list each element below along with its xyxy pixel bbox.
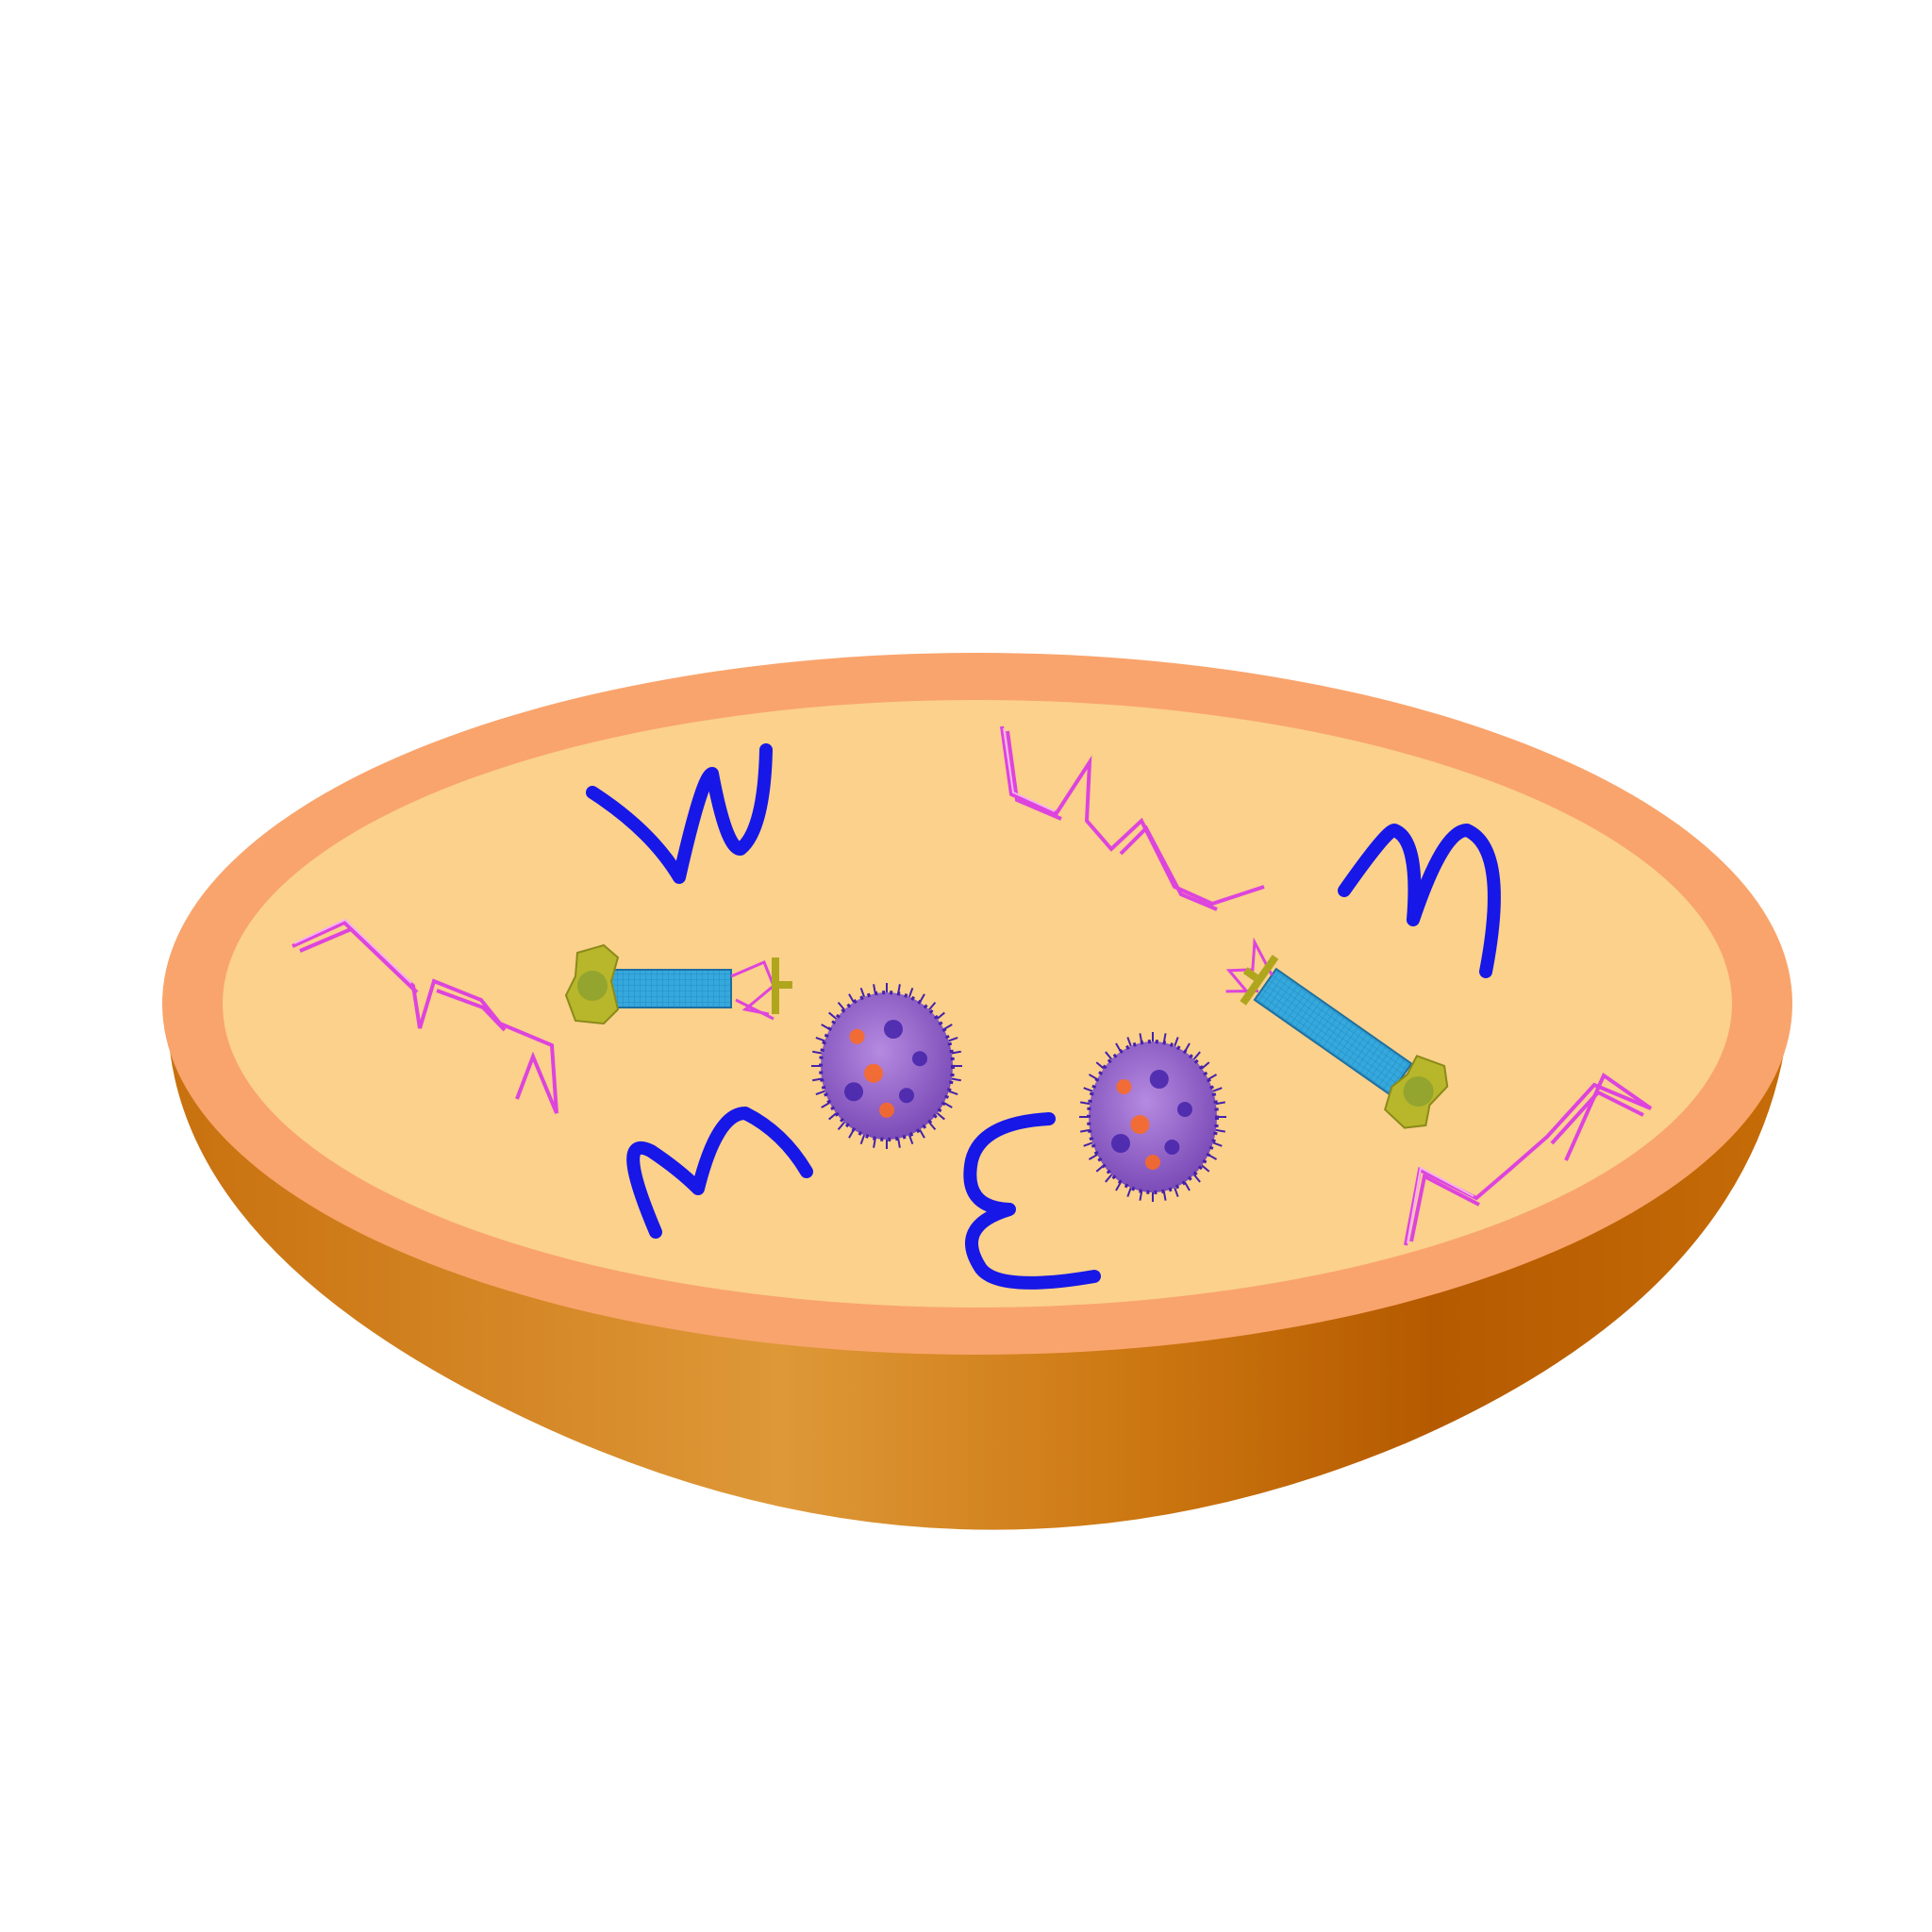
virus-spot [864, 1063, 883, 1083]
virus-spike [812, 1050, 823, 1055]
virus-spike [897, 1138, 901, 1148]
virus-spot [1145, 1155, 1160, 1170]
pink-zigzag [1409, 1090, 1644, 1242]
virus-spike [848, 1129, 855, 1139]
virus-spike [936, 1112, 945, 1121]
virus-spike [1095, 1164, 1105, 1173]
virus-spike [1126, 1037, 1132, 1047]
virus-spot [849, 1028, 865, 1044]
phage-baseplate-pin [1242, 967, 1258, 981]
phage-tail [608, 969, 732, 1008]
virus-spike [1139, 1033, 1143, 1043]
virus-spot [1130, 1115, 1150, 1134]
virus-spike [908, 1134, 914, 1145]
virus-spot [912, 1051, 927, 1067]
virus-spike [821, 1024, 830, 1030]
virus-spike [828, 1112, 838, 1121]
virus-spike [1215, 1101, 1225, 1106]
virus-spike [828, 1011, 838, 1020]
virus-spike [1208, 1154, 1218, 1160]
blue-squiggle [1338, 824, 1501, 978]
pink-zigzag-highlight [293, 727, 1474, 1244]
virus-spike [919, 993, 925, 1003]
virus-spike [1139, 1191, 1143, 1201]
dish-medium [223, 700, 1732, 1307]
virus-spike [1208, 1074, 1218, 1080]
pink-zigzag [299, 926, 507, 1032]
virus-spike [897, 984, 901, 994]
virus-spike [1184, 1042, 1191, 1053]
virus-spike [1080, 1101, 1091, 1106]
blue-squiggle [963, 1112, 1101, 1290]
virus-spike [1088, 1154, 1098, 1160]
pink-zigzag [1404, 1072, 1653, 1246]
blue-squiggle [586, 743, 773, 884]
virus-spike [837, 1001, 845, 1010]
virus-spot [879, 1102, 894, 1118]
virus-spot [844, 1082, 863, 1102]
virus-spike [815, 1036, 825, 1042]
virus-spike [1212, 1141, 1223, 1147]
virus-spot [899, 1088, 914, 1104]
virus-spike [859, 987, 865, 998]
virus-spike [936, 1011, 945, 1020]
pink-zigzag [1006, 730, 1218, 911]
virus-spike [1201, 1164, 1210, 1173]
virus-spike [1083, 1087, 1093, 1092]
virus-spike [1192, 1051, 1201, 1060]
virus-spike [1162, 1033, 1167, 1043]
virus-spike [1088, 1074, 1098, 1080]
virus-spike [873, 1138, 876, 1148]
virus-spot [884, 1020, 903, 1039]
virus-spike [943, 1102, 953, 1108]
blue-squiggle [626, 1107, 813, 1239]
virus-spike [1215, 1128, 1225, 1133]
virus-spike [873, 984, 876, 994]
virus-spike [1184, 1181, 1191, 1191]
virus-spike [815, 1090, 825, 1096]
phage-head-speckle [1403, 1076, 1434, 1108]
virus-spike [948, 1036, 958, 1042]
virus-spike [1162, 1191, 1167, 1201]
virus-spike [1115, 1042, 1122, 1053]
bacteriophage [1225, 937, 1449, 1129]
virus-spike [1083, 1141, 1093, 1147]
virus-spike [1115, 1181, 1122, 1191]
phage-baseplate [1240, 955, 1279, 1006]
virus-spike [848, 993, 855, 1003]
virus-spike [1174, 1037, 1179, 1047]
virus-spike [1126, 1187, 1132, 1197]
virus-spike [1105, 1174, 1113, 1183]
bacteriophage [564, 943, 792, 1025]
virus-spike [951, 1050, 961, 1055]
pink-zigzag [1000, 725, 1265, 907]
virus-spike [837, 1122, 845, 1131]
phage-baseplate-pin [779, 981, 792, 989]
virus-spot [1164, 1140, 1180, 1155]
virus-spike [919, 1129, 925, 1139]
virus-spike [948, 1090, 958, 1096]
virus-spot [1116, 1079, 1132, 1094]
virus-spike [951, 1077, 961, 1082]
virus-spike [908, 987, 914, 998]
phage-baseplate [772, 958, 779, 1014]
virus-spike [859, 1134, 865, 1145]
virus-spike [1095, 1061, 1105, 1070]
virus-spot [1149, 1070, 1169, 1089]
virus-spike [1174, 1187, 1179, 1197]
phage-head-speckle [577, 971, 608, 1001]
virus-spike [1105, 1051, 1113, 1060]
virus-spike [821, 1102, 830, 1108]
virus-spike [1201, 1061, 1210, 1070]
virus-spike [1192, 1174, 1201, 1183]
virus-spike [812, 1077, 823, 1082]
virus-spot [1177, 1102, 1192, 1117]
virus-spike [1080, 1128, 1091, 1133]
virus-spot [1111, 1134, 1130, 1153]
virus-spike [928, 1122, 937, 1131]
virus-spike [928, 1001, 937, 1010]
virus-spike [1212, 1087, 1223, 1092]
virus-spike [943, 1024, 953, 1030]
